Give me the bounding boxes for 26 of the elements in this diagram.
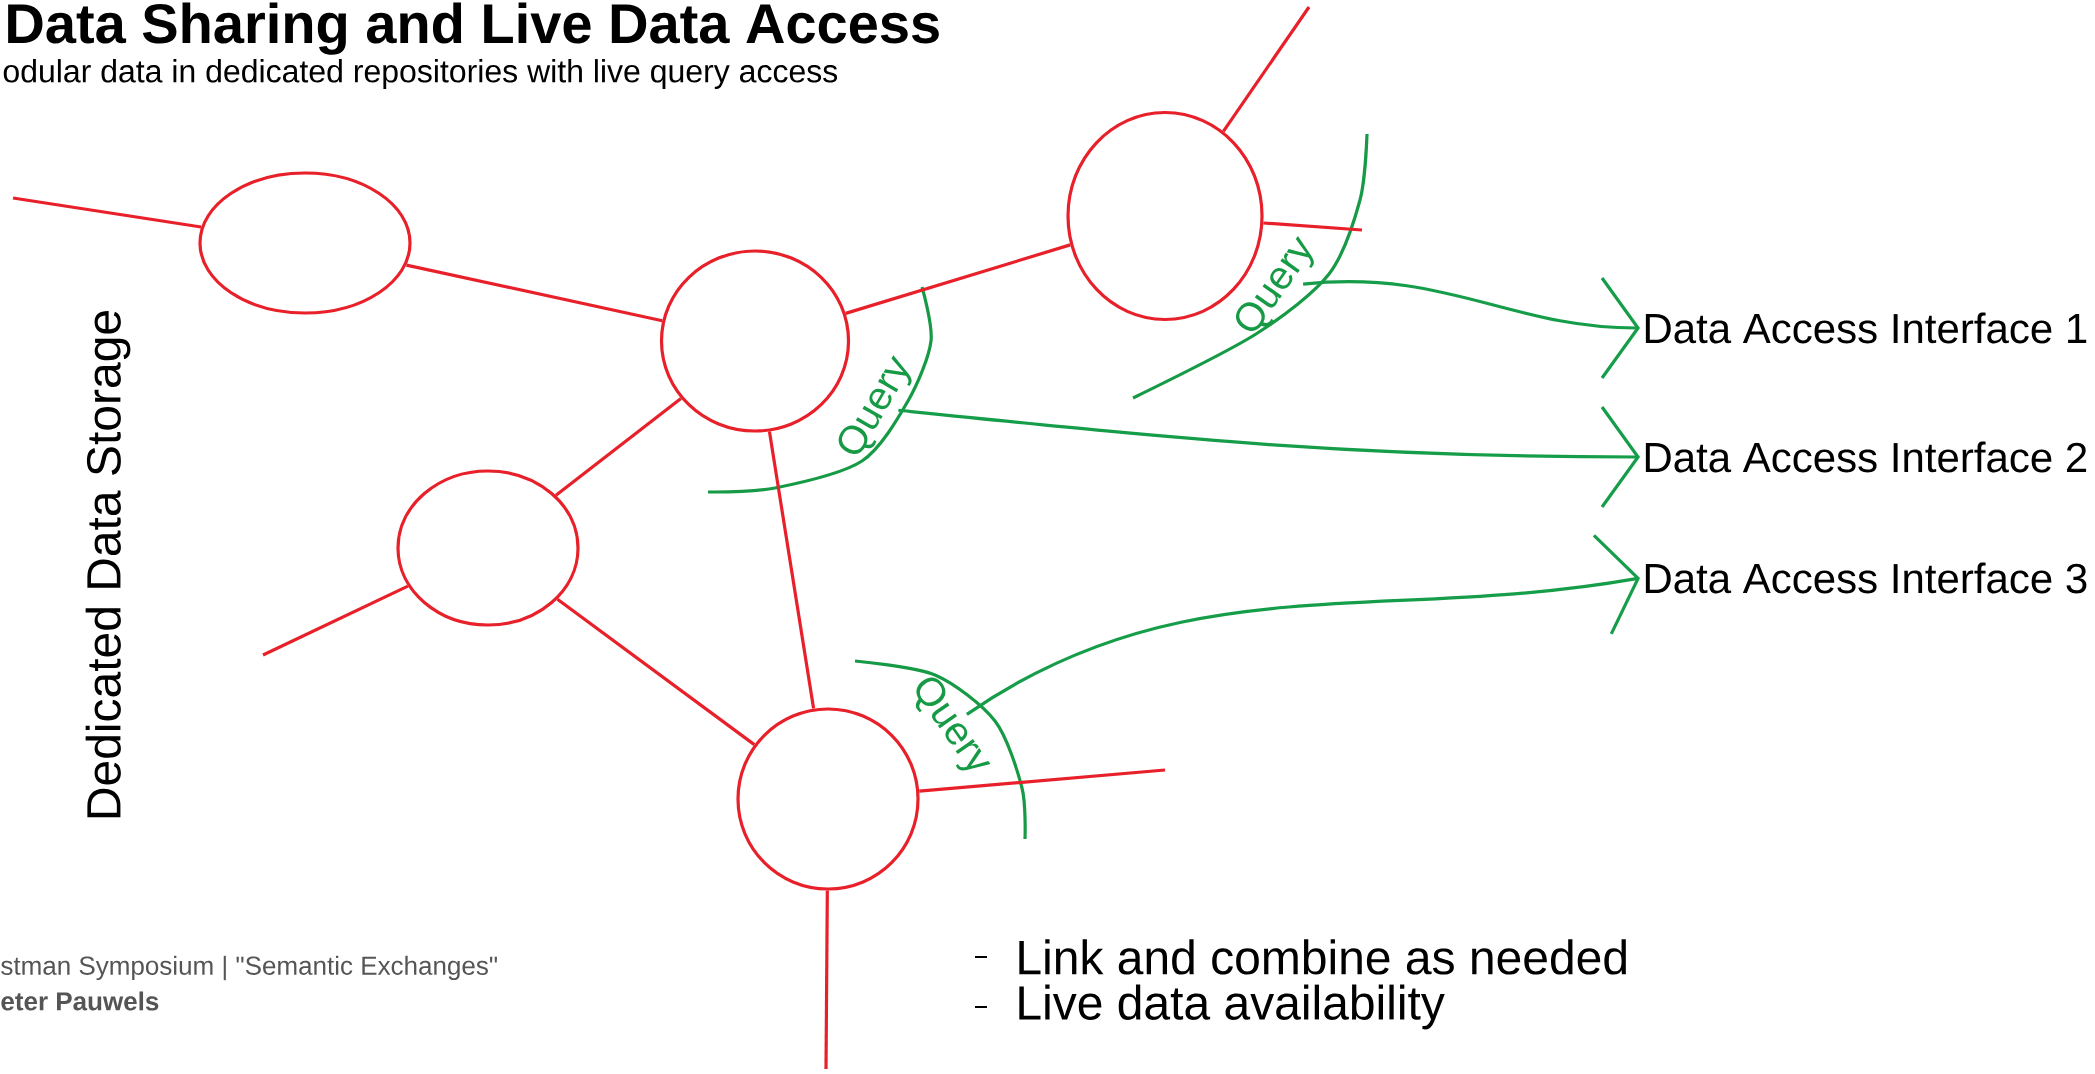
connector-line bbox=[12, 196, 202, 229]
bullet-text: Link and combine as needed bbox=[1019, 939, 1626, 975]
footer-text: eter Pauwels bbox=[1, 991, 159, 1011]
connector-line bbox=[919, 768, 1166, 793]
vertical-label: Dedicated Data Storage bbox=[85, 311, 131, 818]
bullet-text: Live data availability bbox=[1019, 984, 1445, 1030]
arrow bbox=[898, 406, 1640, 508]
arrow bbox=[1303, 277, 1640, 379]
subtitle: odular data in dedicated repositories with live query access bbox=[3, 59, 838, 89]
interface-label: Data Access Interface 1 bbox=[1645, 312, 2087, 344]
connector-line bbox=[556, 597, 756, 746]
connector-line bbox=[1263, 221, 1363, 232]
connector-line bbox=[824, 890, 829, 1069]
storage-circle bbox=[198, 171, 412, 315]
footer-text: stman Symposium | "Semantic Exchanges" bbox=[1, 955, 497, 981]
slide-title: Data Sharing and Live Data Access bbox=[8, 2, 939, 55]
connector-line bbox=[406, 263, 663, 323]
connector-line bbox=[767, 431, 816, 709]
interface-label: Data Access Interface 3 bbox=[1645, 562, 2087, 594]
connector-line bbox=[555, 397, 682, 497]
interface-label: Data Access Interface 2 bbox=[1645, 441, 2087, 473]
connector-line bbox=[845, 243, 1071, 315]
storage-circle bbox=[396, 469, 580, 627]
connector-line bbox=[1222, 6, 1311, 133]
arrow bbox=[966, 534, 1640, 716]
connector-line bbox=[262, 584, 409, 657]
